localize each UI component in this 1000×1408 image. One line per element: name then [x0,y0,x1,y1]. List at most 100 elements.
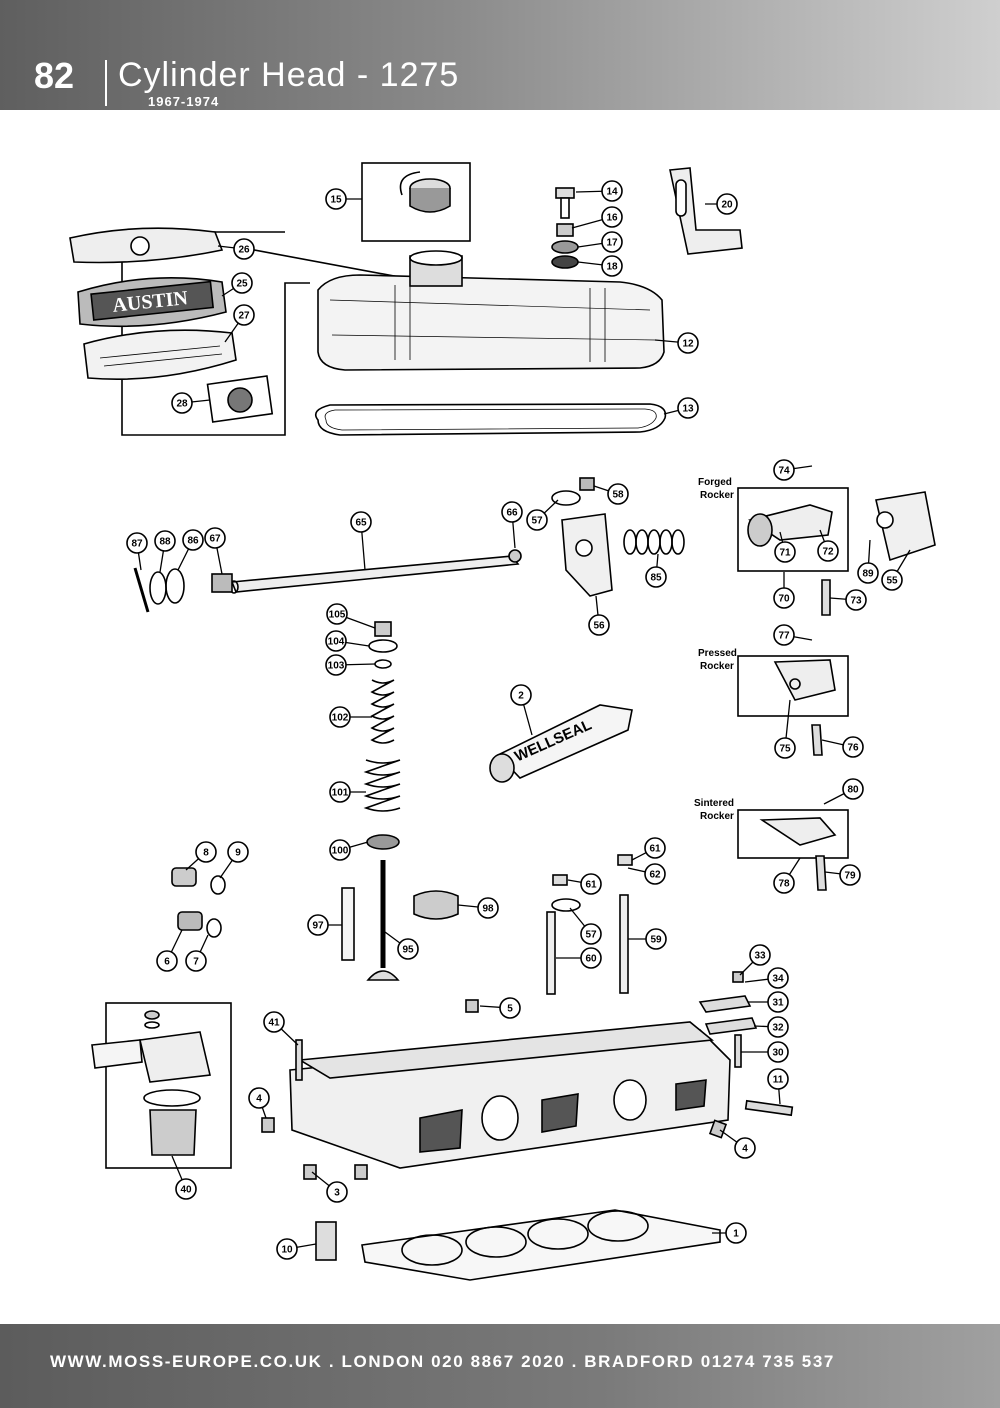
forged-label-2: Rocker [700,490,734,501]
callout-number: 3 [334,1188,340,1199]
callout-number: 70 [778,594,790,605]
callout-circle [607,483,629,505]
callout-57: 57 [569,907,602,945]
callout-circle [839,864,861,886]
callout-3: 3 [311,1171,348,1203]
callout-4: 4 [248,1087,270,1119]
callout-76: 76 [821,736,864,758]
bracket [669,167,743,255]
callout-number: 28 [176,399,188,410]
callout-number: 6 [164,957,170,968]
callout-number: 40 [180,1185,192,1196]
callout-number: 98 [482,904,494,915]
callout-number: 75 [779,744,791,755]
callout-71: 71 [774,531,796,563]
callout-74: 74 [773,459,813,481]
callout-17: 17 [577,231,623,253]
callout-circle [644,863,666,885]
callout-circle [499,997,521,1019]
callout-16: 16 [571,206,623,229]
callout-circle [774,737,796,759]
callout-number: 30 [772,1048,784,1059]
callout-13: 13 [663,397,699,419]
callout-number: 89 [862,569,874,580]
forged-rocker-box [737,487,936,616]
callout-circle [263,1011,285,1033]
callout-87: 87 [126,532,148,571]
callout-number: 86 [187,536,199,547]
callout-101: 101 [329,781,366,803]
footer-contact-text: WWW.MOSS-EUROPE.CO.UK . LONDON 020 8867 … [50,1352,835,1371]
callout-number: 102 [332,713,349,724]
callout-88: 88 [154,530,176,573]
rocker-type-labels: Forged Rocker Pressed Rocker Sintered Ro… [694,477,737,822]
callout-number: 101 [332,788,349,799]
callout-circle [774,541,796,563]
callout-95: 95 [384,931,419,960]
mg-badge [69,227,224,264]
callout-number: 97 [312,921,324,932]
callout-circle [644,837,666,859]
sintered-rocker-box [737,809,849,891]
callout-77: 77 [773,624,813,646]
decal-label [206,375,274,423]
page-header: 82 Cylinder Head - 1275 1967-1974 [0,0,1000,110]
callout-circle [325,654,347,676]
thermostat-housing-frame [91,1002,232,1169]
callout-31: 31 [748,991,789,1013]
callout-circle [350,511,372,533]
callout-number: 9 [235,848,241,859]
callout-circle [526,509,548,531]
callout-number: 87 [131,539,143,550]
callout-circle [307,914,329,936]
jointing-compound-tube: WELLSEAL [489,704,633,783]
valve-stack [341,621,459,981]
callout-number: 61 [649,844,661,855]
callout-5: 5 [479,997,521,1019]
callout-number: 8 [203,848,209,859]
callout-60: 60 [556,947,602,969]
callout-80: 80 [823,778,864,805]
callout-number: 4 [742,1144,748,1155]
callout-number: 18 [606,262,618,273]
callout-number: 7 [193,957,199,968]
callout-circle [767,991,789,1013]
callout-number: 13 [682,404,694,415]
callout-circle [326,603,348,625]
shaft-plug-and-washers [133,567,233,613]
callout-78: 78 [773,857,801,894]
callout-circle [767,1068,789,1090]
callout-number: 41 [268,1018,280,1029]
callout-number: 103 [328,661,345,672]
callout-number: 2 [518,691,524,702]
page-footer: WWW.MOSS-EUROPE.CO.UK . LONDON 020 8867 … [0,1324,1000,1408]
callout-circle [510,684,532,706]
callout-circle [842,736,864,758]
callout-number: 67 [209,534,221,545]
sintered-label-2: Rocker [700,811,734,822]
rocker-cover [317,250,665,371]
callout-circle [477,897,499,919]
callout-circle [233,238,255,260]
callout-15: 15 [325,188,362,210]
callout-number: 56 [593,621,605,632]
pressed-label-2: Rocker [700,661,734,672]
callout-32: 32 [753,1016,789,1038]
callout-4: 4 [719,1129,756,1159]
callout-11: 11 [767,1068,789,1105]
callout-number: 4 [256,1094,262,1105]
callout-61: 61 [631,837,666,861]
callout-20: 20 [705,193,738,215]
studs-group [465,854,633,1013]
page-number: 82 [34,55,75,96]
callout-circle [397,938,419,960]
austin-badge: AUSTIN [77,276,227,328]
callout-number: 1 [733,1229,739,1240]
callout-number: 20 [721,200,733,211]
callout-41: 41 [263,1011,299,1046]
callout-number: 61 [585,880,597,891]
callout-55: 55 [881,549,911,591]
callout-number: 57 [585,930,597,941]
callout-number: 32 [772,1023,784,1034]
callout-circle [171,392,193,414]
